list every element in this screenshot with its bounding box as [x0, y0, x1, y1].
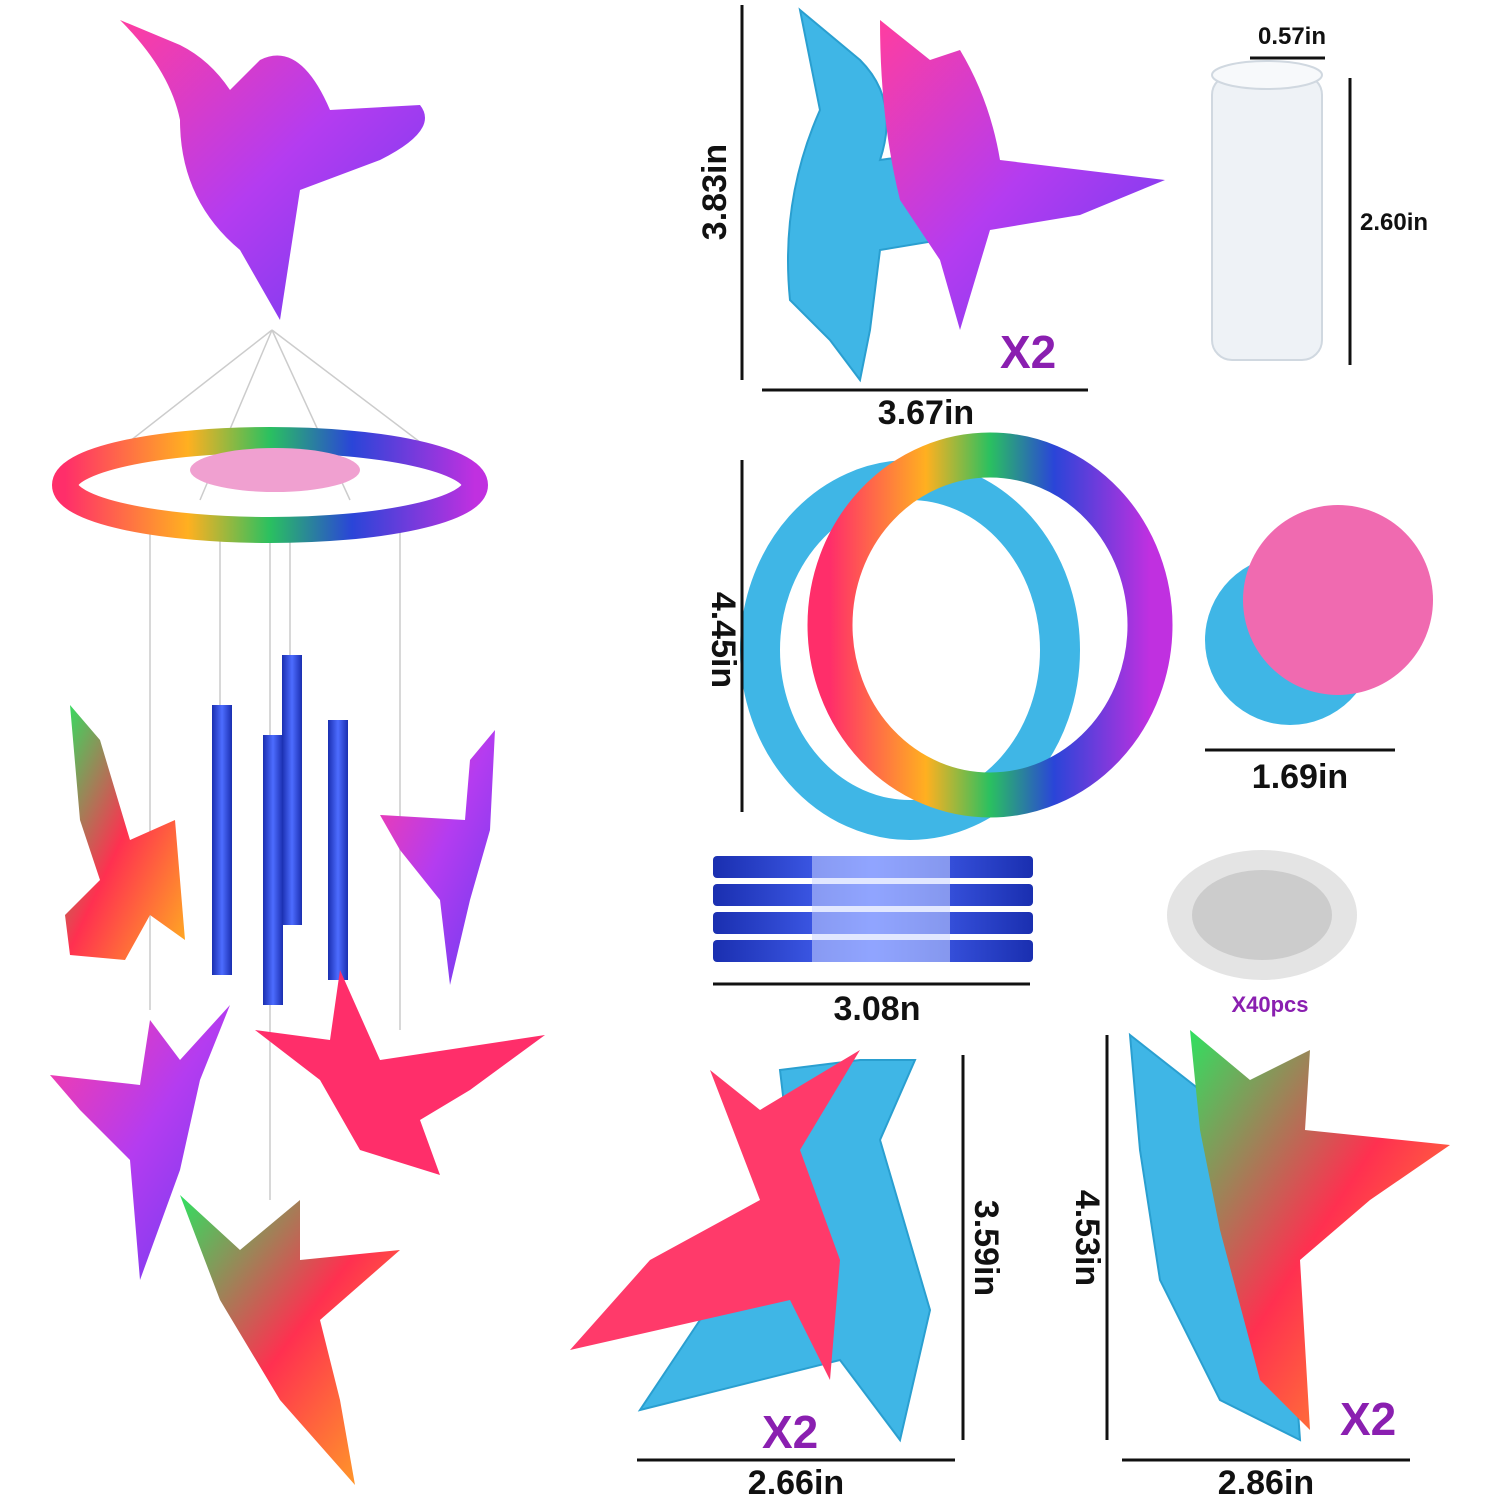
height-label: 3.83in — [696, 144, 734, 240]
quantity-label: X2 — [1000, 326, 1056, 378]
disc-mold: 1.69in — [1205, 505, 1433, 796]
chime-tubes — [212, 655, 348, 1005]
quantity-label: X2 — [1340, 1393, 1396, 1445]
hanging-hummingbird — [65, 705, 185, 960]
metal-beads: X40pcs — [1167, 850, 1357, 1017]
ring-mold: 4.45in — [704, 432, 1173, 840]
bird-mold-bottom-right: 4.53in 2.86in X2 — [1068, 1030, 1450, 1498]
height-label: 2.60in — [1360, 209, 1428, 236]
hanging-hummingbird — [255, 970, 545, 1175]
quantity-label: X40pcs — [1231, 992, 1308, 1017]
chime-tubes-set: 3.08n — [713, 856, 1033, 1028]
width-label: 2.66in — [748, 1464, 844, 1498]
width-label: 3.08n — [834, 990, 921, 1028]
top-hummingbird — [120, 20, 425, 320]
hanging-hummingbird — [50, 1005, 230, 1280]
height-label: 4.45in — [704, 592, 742, 688]
bird-mold-top: 3.83in 3.67in X2 — [696, 5, 1165, 432]
assembled-wind-chime — [50, 20, 545, 1485]
quantity-label: X2 — [762, 1406, 818, 1458]
hanging-hummingbird — [380, 730, 495, 985]
width-label: 1.69in — [1252, 758, 1348, 796]
bird-mold-bottom-left: 3.59in 2.66in X2 — [570, 1050, 1005, 1498]
width-label: 0.57in — [1258, 23, 1326, 50]
hanging-hummingbird — [180, 1195, 400, 1485]
elastic-thread-spool: 0.57in 2.60in — [1211, 23, 1428, 365]
width-label: 2.86in — [1218, 1464, 1314, 1498]
center-disc — [190, 448, 360, 492]
height-label: 3.59in — [967, 1200, 1005, 1296]
height-label: 4.53in — [1068, 1190, 1106, 1286]
top-ring — [52, 427, 488, 543]
width-label: 3.67in — [878, 394, 974, 432]
